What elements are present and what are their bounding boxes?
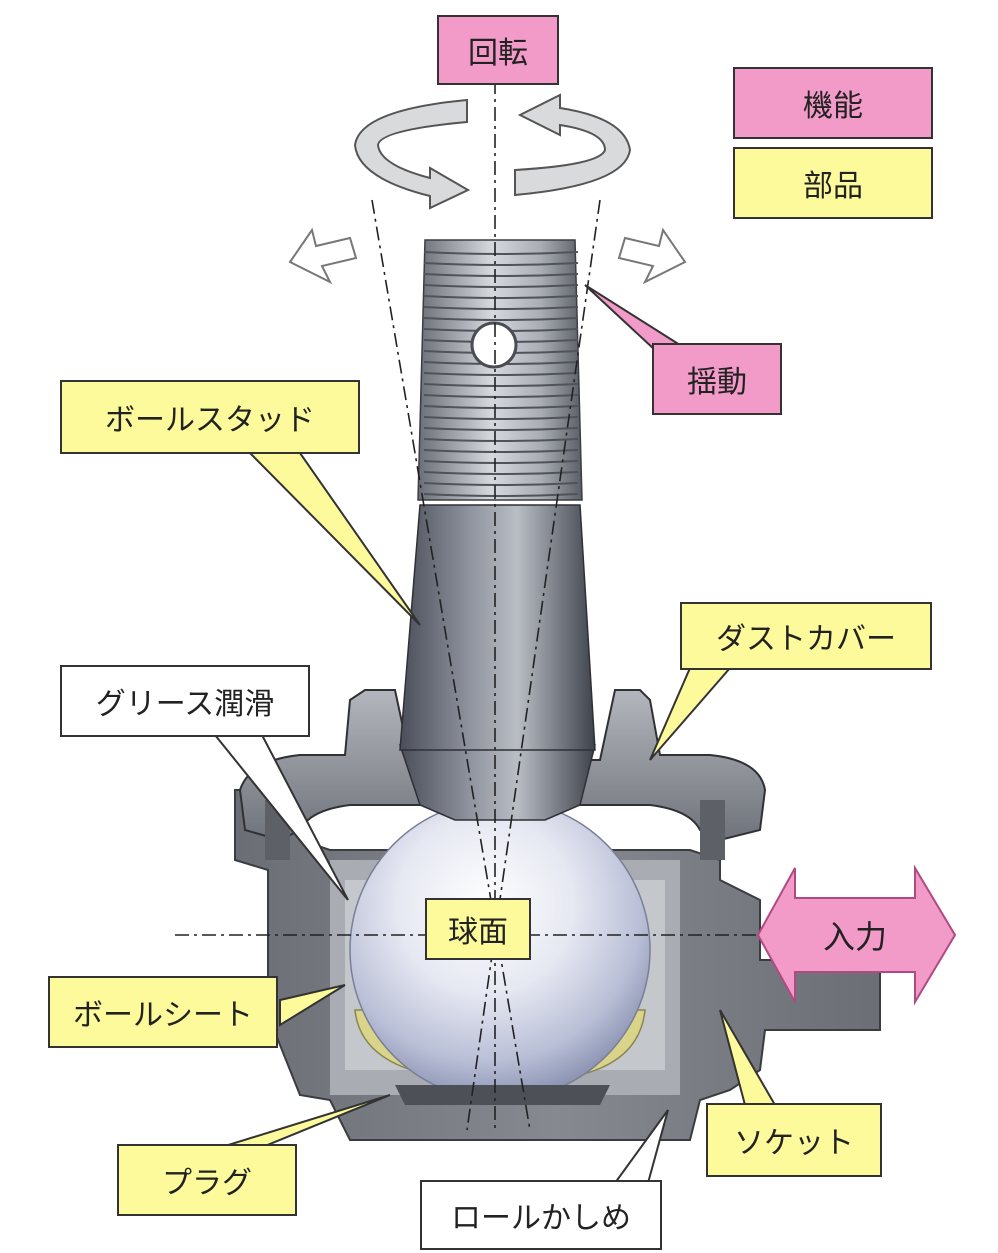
thread-groove <box>423 284 579 288</box>
swing-label: 揺動 <box>652 343 782 415</box>
thread-groove <box>423 306 579 310</box>
thread-groove <box>423 394 579 398</box>
ball-seat-pointer <box>279 984 346 1027</box>
ball-stud-pointer <box>247 452 421 626</box>
thread-groove <box>423 427 579 431</box>
thread-groove <box>423 273 579 277</box>
swing-arrow-left <box>288 227 358 285</box>
thread-groove <box>423 449 579 453</box>
plug <box>395 1085 610 1105</box>
roll-caulking-label: ロールかしめ <box>420 1180 662 1250</box>
legend-part: 部品 <box>733 147 933 219</box>
thread-groove <box>423 493 579 497</box>
swing-line-right <box>466 199 601 1131</box>
legend-function: 機能 <box>733 67 933 139</box>
thread-groove <box>423 317 579 321</box>
thread-groove <box>423 405 579 409</box>
ball-seat-label: ボールシート <box>48 976 278 1048</box>
thread-groove <box>423 482 579 486</box>
socket-label: ソケット <box>706 1103 882 1177</box>
cotter-pin-hole <box>470 321 518 369</box>
thread-groove <box>423 416 579 420</box>
thread-groove <box>423 383 579 387</box>
grease-label: グリース潤滑 <box>60 665 310 737</box>
thread-groove <box>423 262 579 266</box>
thread-groove <box>423 295 579 299</box>
swing-arrow-right <box>617 227 687 285</box>
swing-line-left <box>371 199 531 1131</box>
input-label: 入力 <box>822 918 887 956</box>
thread-groove <box>423 438 579 442</box>
dust-cover-label: ダストカバー <box>680 602 932 670</box>
swing-pointer <box>584 284 683 352</box>
thread-groove <box>423 251 579 255</box>
swing-arrows <box>288 227 687 285</box>
input-arrow <box>756 864 957 1006</box>
thread-groove <box>423 372 579 376</box>
rotation-arrow <box>353 93 632 210</box>
thread-groove <box>423 471 579 475</box>
rotation-label: 回転 <box>437 15 559 85</box>
spherical-surface-label: 球面 <box>425 898 531 960</box>
stud-flange <box>398 744 596 821</box>
plug-label: プラグ <box>117 1144 297 1216</box>
stud-thread <box>417 239 583 501</box>
ball-stud-label: ボールスタッド <box>60 380 360 454</box>
stud-shank <box>399 504 596 751</box>
dust-cover-pointer <box>649 667 733 761</box>
thread-groove <box>423 460 579 464</box>
